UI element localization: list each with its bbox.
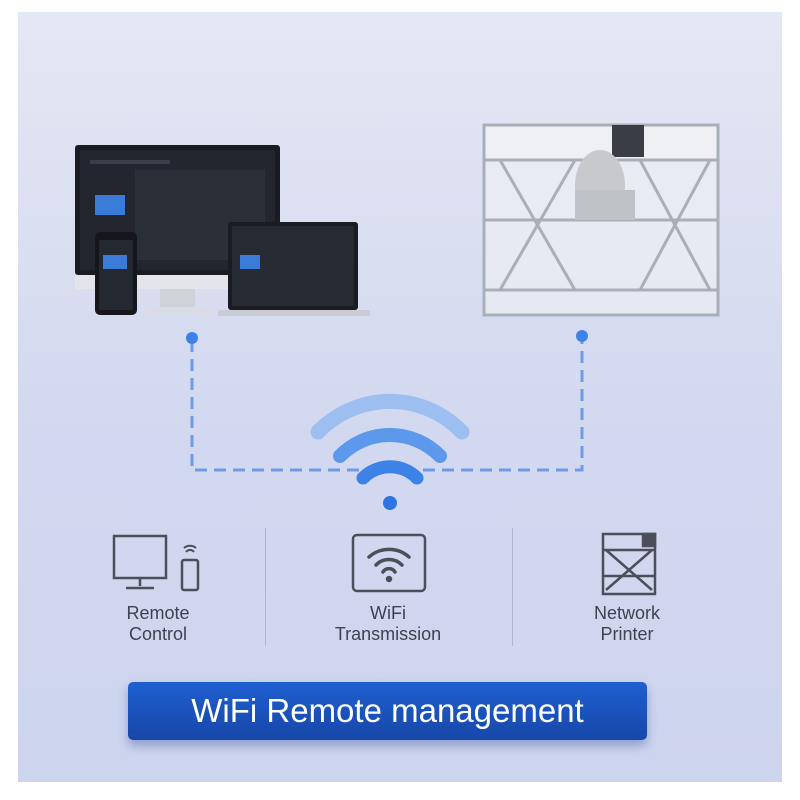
feature-label: Printer: [600, 624, 654, 644]
feature-label: Control: [128, 624, 188, 644]
printer-icon: [601, 532, 657, 596]
monitor-phone-icon: [112, 534, 200, 592]
feature-remote-control: Remote Control: [78, 603, 238, 645]
laptop-image: [218, 222, 370, 316]
feature-label: Transmission: [334, 624, 442, 644]
right-connection-dot: [576, 330, 588, 342]
feature-label: Network: [593, 603, 660, 623]
feature-label: WiFi: [370, 603, 406, 623]
wifi-signal-icon: [310, 393, 470, 510]
divider: [512, 528, 513, 646]
feature-wifi-transmission: WiFi Transmission: [308, 603, 468, 645]
left-connection-dot: [186, 332, 198, 344]
divider: [265, 528, 266, 646]
feature-network-printer: Network Printer: [547, 603, 707, 645]
phone-image: [95, 232, 137, 315]
printer-image: [482, 123, 720, 317]
title-banner: WiFi Remote management: [128, 682, 647, 740]
feature-label: Remote: [126, 603, 190, 623]
wifi-icon: [351, 533, 427, 593]
